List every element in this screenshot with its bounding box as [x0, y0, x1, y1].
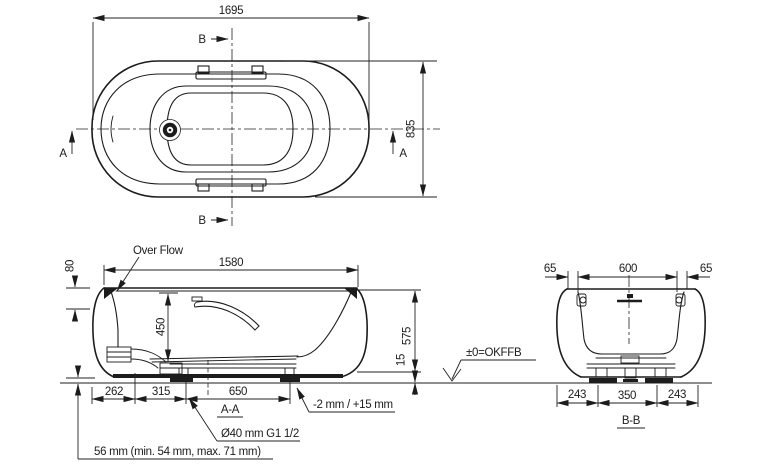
dim-80: 80 [65, 260, 77, 272]
aa-floor [149, 355, 299, 360]
dim-65-left: 65 [544, 263, 556, 275]
overflow-mark [110, 115, 114, 143]
section-aa-label: A-A [221, 404, 240, 416]
dim-65-right: 65 [700, 263, 712, 275]
overflow-leader [116, 256, 140, 292]
level-reference: ±0=OKFFB [442, 347, 536, 382]
feet-note-label: 56 mm (min. 54 mm, max. 71 mm) [94, 446, 261, 458]
section-aa-view: 80 Over Flow 1580 450 575 15 262 315 650 [65, 245, 421, 460]
dim-15: 15 [396, 354, 408, 366]
section-marker-b-bottom: B [198, 215, 206, 227]
section-marker-b-top: B [198, 34, 206, 46]
plan-view: 1695 835 A A B B [59, 5, 440, 227]
tolerance-label: -2 mm / +15 mm [313, 399, 393, 411]
dim-1580: 1580 [219, 257, 243, 269]
section-bb-label: B-B [622, 415, 641, 427]
bb-right-outer-wall [680, 288, 706, 378]
aa-backrest [296, 289, 353, 358]
tub-floor-hatch [166, 92, 294, 166]
tub-inner-rim [100, 73, 331, 185]
dim-262: 262 [105, 386, 123, 398]
dim-243-right: 243 [668, 389, 686, 401]
overflow-label: Over Flow [133, 245, 184, 257]
dim-835: 835 [406, 120, 418, 138]
dim-600: 600 [619, 263, 637, 275]
dim-575: 575 [402, 327, 414, 345]
aa-rim-cut-right [344, 288, 357, 299]
tub-basin-edge [149, 85, 314, 173]
aa-rim-cut-left [104, 288, 118, 299]
section-marker-a-left: A [59, 148, 67, 160]
drain-center [168, 128, 172, 132]
handle-top [195, 65, 267, 80]
dim-1695: 1695 [219, 5, 243, 17]
aa-right-outer-wall [340, 288, 368, 378]
aa-support-frame [169, 363, 300, 382]
aa-apron-bottom [113, 374, 343, 378]
level-label: ±0=OKFFB [466, 347, 522, 359]
tolerance-leader [296, 387, 310, 413]
level-symbol [442, 367, 462, 382]
bb-left-outer-wall [556, 288, 582, 378]
section-marker-a-right: A [399, 148, 407, 160]
aa-left-outer-wall [92, 287, 115, 378]
aa-left-inner-wall [109, 288, 119, 348]
drain-spec-label: Ø40 mm G1 1/2 [221, 428, 299, 440]
handle-bottom [195, 178, 267, 192]
bb-handle-mounts [576, 293, 686, 307]
dim-350: 350 [618, 390, 636, 402]
dim-650: 650 [229, 386, 247, 398]
drain-spec-leader [188, 397, 218, 442]
bb-support-frame [586, 355, 676, 383]
dim-450: 450 [156, 318, 168, 336]
dim-243-left: 243 [568, 389, 586, 401]
section-bb-view: 65 600 65 243 350 243 B-B [544, 263, 712, 429]
bb-inner-shell [577, 291, 685, 355]
aa-handle [191, 296, 260, 331]
dim-315: 315 [152, 386, 170, 398]
tub-outer-rim [91, 60, 370, 198]
